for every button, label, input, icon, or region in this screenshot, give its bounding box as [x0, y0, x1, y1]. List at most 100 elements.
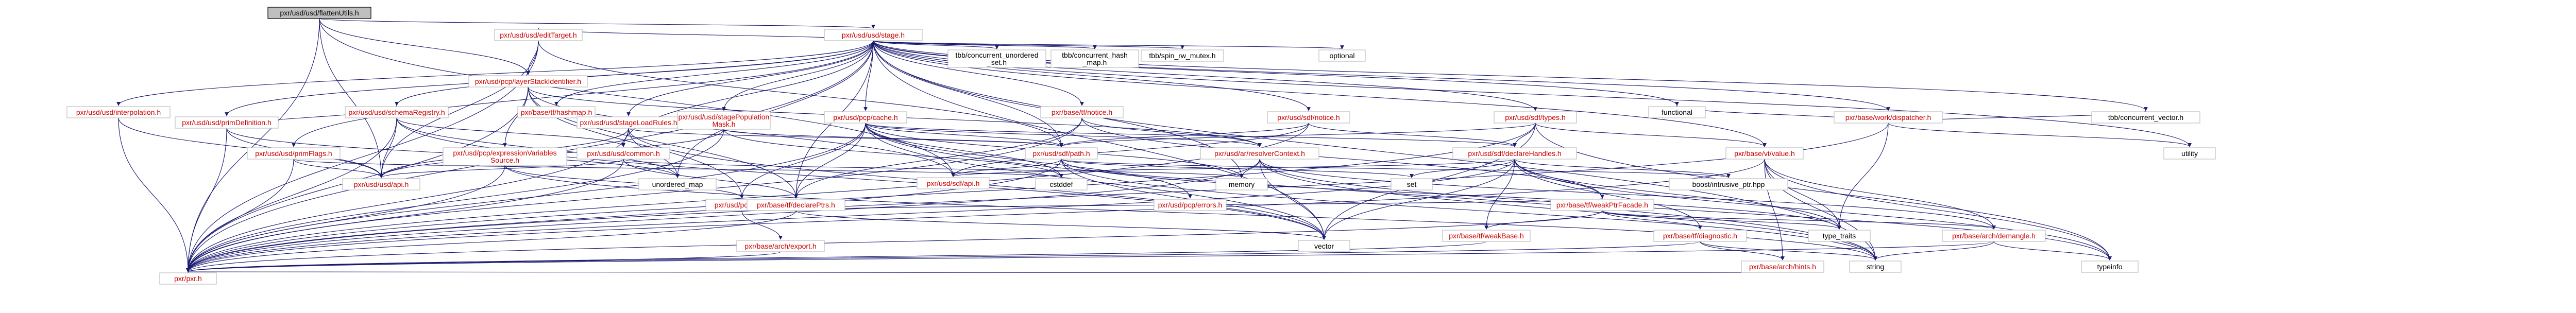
node-label: tbb/concurrent_vector.h [2108, 113, 2183, 121]
node-label: pxr/usd/sdf/types.h [1505, 113, 1566, 121]
node-unordered-map: unordered_map [638, 178, 717, 190]
dependency-edge [1514, 159, 1702, 230]
node-ar-resolver-ctx[interactable]: pxr/usd/ar/resolverContext.h [1200, 147, 1319, 160]
node-box [1725, 147, 1804, 160]
node-pcp-errors[interactable]: pxr/usd/pcp/errors.h [1154, 199, 1227, 211]
node-arch-hints[interactable]: pxr/base/arch/hints.h [1741, 260, 1824, 273]
node-usd-prim-def[interactable]: pxr/usd/usd/primDefinition.h [175, 116, 279, 129]
node-label: pxr/usd/usd/interpolation.h [76, 108, 161, 116]
dependency-edge [186, 123, 1536, 272]
node-box [1298, 240, 1350, 252]
node-boost-intrusive: boost/intrusive_ptr.hpp [1669, 178, 1788, 190]
dependency-edge [873, 40, 1063, 147]
node-box [66, 106, 171, 118]
node-usd-schema-reg[interactable]: pxr/usd/usd/schemaRegistry.h [345, 106, 449, 118]
node-optional: optional [1318, 49, 1366, 62]
node-label: pxr/usd/usd/primFlags.h [255, 149, 332, 158]
node-sdf-notice[interactable]: pxr/usd/sdf/notice.h [1267, 111, 1350, 124]
node-usd-api[interactable]: pxr/usd/usd/api.h [342, 178, 420, 190]
node-tbb-c-v: tbb/concurrent_vector.h [2091, 111, 2200, 124]
node-box [1050, 49, 1139, 68]
node-sdf-path[interactable]: pxr/usd/sdf/path.h [1025, 147, 1098, 160]
node-label: pxr/usd/pcp/layerStackIdentifier.h [475, 77, 581, 85]
dependency-edge [1061, 159, 1414, 178]
node-pxr[interactable]: pxr/pxr.h [159, 272, 217, 285]
dependency-edge [951, 159, 1062, 177]
dependency-edge [795, 210, 1326, 240]
node-box [1648, 106, 1706, 118]
node-tf-weak-base[interactable]: pxr/base/tf/weakBase.h [1442, 230, 1531, 242]
node-label: vector [1314, 242, 1334, 250]
node-label: _set.h [987, 58, 1007, 66]
dependency-edge [186, 241, 1487, 272]
node-box [494, 29, 583, 41]
node-sdf-types[interactable]: pxr/usd/sdf/types.h [1494, 111, 1577, 124]
node-label: pxr/base/arch/demangle.h [1952, 232, 2036, 240]
dependency-edge [1061, 159, 1731, 178]
dependency-edge [865, 123, 1063, 147]
dependency-edge [1514, 159, 2112, 260]
dependency-edge [319, 18, 875, 29]
node-label: pxr/usd/usd/primDefinition.h [182, 118, 272, 127]
node-tf-notice[interactable]: pxr/base/tf/notice.h [1040, 106, 1124, 118]
dependency-edge [1535, 123, 1767, 147]
node-usd-stage-load-rules[interactable]: pxr/usd/usd/stageLoadRules.h [577, 116, 681, 129]
node-sdf-api[interactable]: pxr/usd/sdf/api.h [917, 177, 990, 189]
node-tbb-c-h-m: tbb/concurrent_hash_map.h [1050, 49, 1139, 68]
node-tf-hashmap[interactable]: pxr/base/tf/hashmap.h [517, 106, 596, 118]
node-label: pxr/base/tf/weakBase.h [1449, 232, 1524, 240]
node-label: boost/intrusive_ptr.hpp [1692, 180, 1765, 188]
dependency-edge [873, 40, 1344, 49]
node-utility: utility [2163, 147, 2216, 160]
node-label: pxr/usd/pcp/cache.h [833, 113, 897, 121]
dependency-edge [1700, 241, 1785, 260]
node-vt-value[interactable]: pxr/base/vt/value.h [1725, 147, 1804, 160]
node-pcp-l-s-id[interactable]: pxr/usd/pcp/layerStackIdentifier.h [468, 75, 588, 88]
node-usd-edit-target[interactable]: pxr/usd/usd/editTarget.h [494, 29, 583, 41]
node-root[interactable]: pxr/usd/usd/flattenUtils.h [267, 7, 371, 19]
node-box [1154, 199, 1227, 211]
node-tf-declare-ptrs[interactable]: pxr/base/tf/declarePtrs.h [747, 199, 845, 211]
node-arch-export[interactable]: pxr/base/arch/export.h [736, 240, 825, 252]
dependency-edge [554, 40, 874, 106]
node-box [747, 199, 845, 211]
node-pcp-cache[interactable]: pxr/usd/pcp/cache.h [824, 111, 907, 124]
dependency-edge [186, 128, 227, 272]
node-tf-demangle[interactable]: pxr/base/arch/demangle.h [1942, 230, 2046, 242]
node-box [1200, 147, 1319, 160]
node-box [1669, 178, 1788, 190]
node-box [345, 106, 449, 118]
node-work-dispatcher[interactable]: pxr/base/work/dispatcher.h [1834, 111, 1943, 124]
dependency-edge [1259, 159, 1326, 240]
node-sdf-declare-handles[interactable]: pxr/usd/sdf/declareHandles.h [1452, 147, 1577, 160]
dependency-edge [528, 86, 955, 177]
dependency-edge [186, 165, 505, 272]
node-label: pxr/usd/sdf/declareHandles.h [1468, 149, 1561, 158]
dependency-edge [1059, 123, 1309, 147]
node-usd-common[interactable]: pxr/usd/usd/common.h [577, 147, 670, 160]
dependency-edge [293, 159, 383, 178]
dependency-edge [186, 210, 1603, 272]
node-tf-weak-ptr-facade[interactable]: pxr/base/tf/weakPtrFacade.h [1550, 199, 1654, 211]
dependency-edge [1993, 241, 2112, 260]
dependency-edge [623, 159, 1244, 178]
node-box [1653, 230, 1747, 242]
node-tf-diagnostic[interactable]: pxr/base/tf/diagnostic.h [1653, 230, 1747, 242]
node-label: pxr/base/tf/declarePtrs.h [757, 201, 835, 209]
node-box [1808, 230, 1871, 242]
dependency-edge [873, 40, 1097, 49]
node-label: pxr/base/tf/notice.h [1052, 108, 1112, 116]
node-label: pxr/usd/ar/resolverContext.h [1214, 149, 1305, 158]
dependency-edge [319, 18, 530, 75]
node-label: pxr/usd/pcp/expressionVariables [453, 149, 556, 157]
node-usd-prim-flags[interactable]: pxr/usd/usd/primFlags.h [247, 147, 341, 160]
dependency-edge [526, 40, 539, 75]
node-vector: vector [1298, 240, 1350, 252]
dependency-edge [873, 40, 1326, 240]
node-stage[interactable]: pxr/usd/usd/stage.h [824, 29, 923, 41]
dependency-edge [1602, 210, 1841, 230]
node-usd-interp[interactable]: pxr/usd/usd/interpolation.h [66, 106, 171, 118]
dependency-edge [186, 159, 1260, 272]
